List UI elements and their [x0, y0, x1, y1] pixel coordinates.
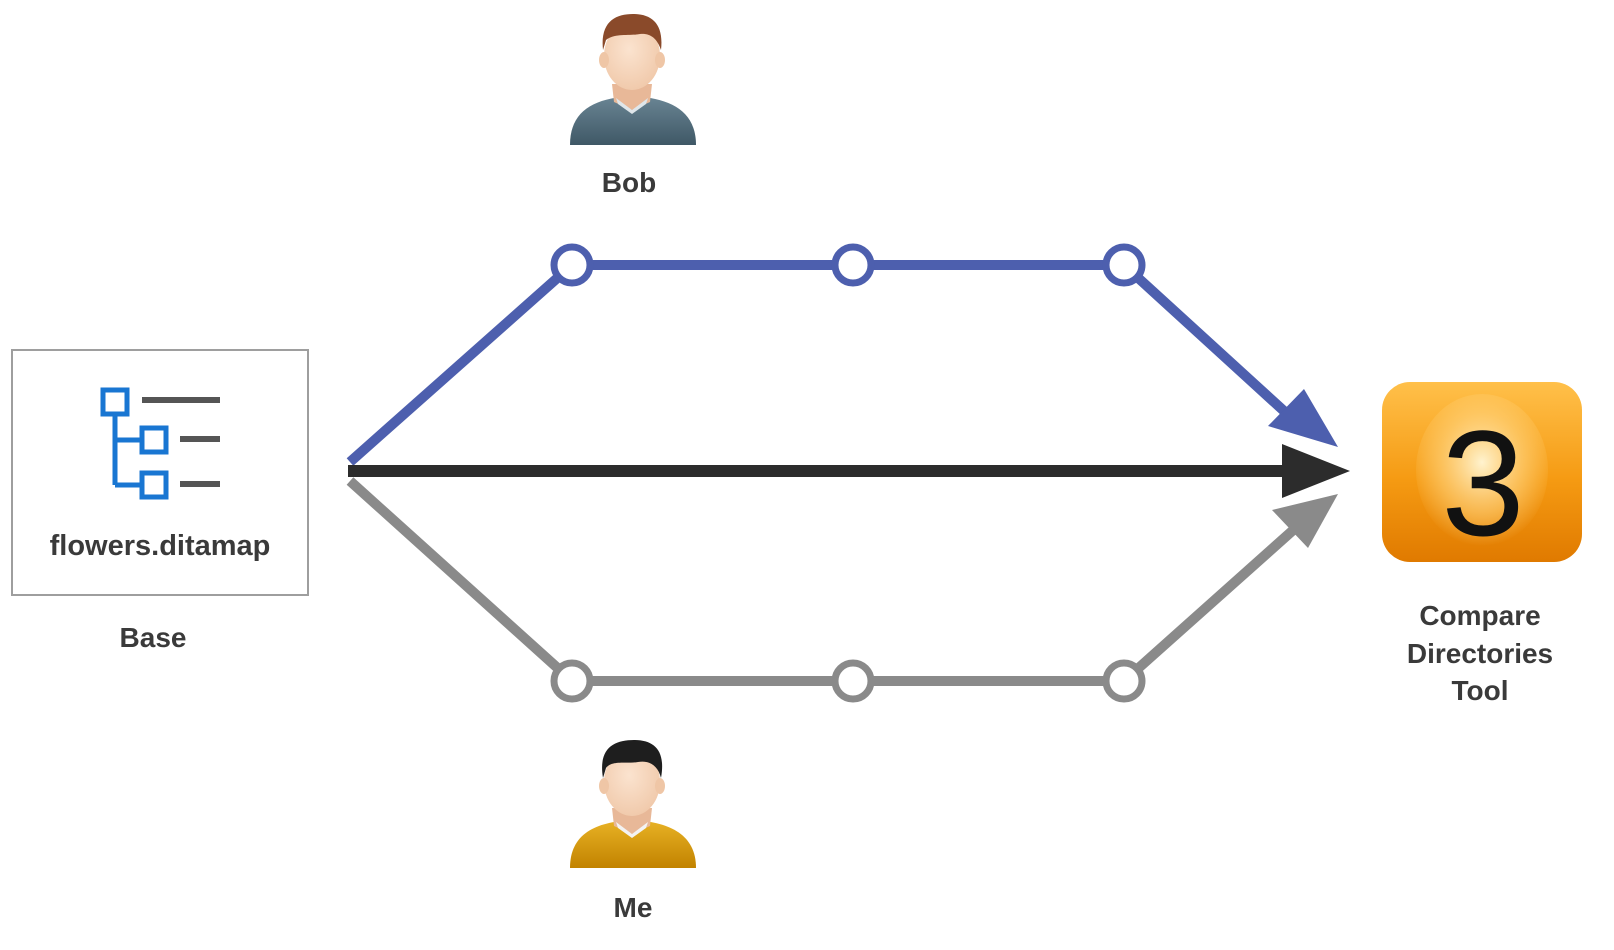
bob-change-path: [346, 243, 1338, 466]
me-name: Me: [614, 892, 653, 923]
bob-commit-node: [1102, 243, 1146, 287]
compare-tool-caption-line: Directories: [1407, 638, 1553, 669]
bob-commit-node: [550, 243, 594, 287]
ditamap-tree-icon: [100, 387, 220, 500]
me-commit-node: [831, 659, 875, 703]
base-file-name: flowers.ditamap: [50, 530, 271, 562]
me-arrowhead: [1272, 494, 1338, 548]
base-caption: Base: [120, 622, 187, 653]
me-commit-node: [1102, 659, 1146, 703]
bob-name: Bob: [602, 167, 656, 198]
compare-tool-caption: Compare Directories Tool: [1407, 600, 1553, 706]
base-arrowhead: [1282, 444, 1350, 498]
bob-avatar: [570, 14, 696, 145]
me-commit-node: [550, 659, 594, 703]
me-avatar: [570, 740, 696, 868]
compare-tool-caption-line: Compare: [1419, 600, 1540, 631]
me-change-path: [346, 477, 1338, 703]
bob-commit-node: [831, 243, 875, 287]
compare-tool-caption-line: Tool: [1451, 675, 1508, 706]
base-file-box[interactable]: flowers.ditamap: [11, 349, 309, 596]
bob-arrowhead: [1268, 389, 1338, 447]
compare-tool-badge-number: 3: [1441, 399, 1524, 567]
base-direct-path: [348, 444, 1350, 498]
compare-tool-badge-icon[interactable]: 3: [1382, 382, 1582, 567]
